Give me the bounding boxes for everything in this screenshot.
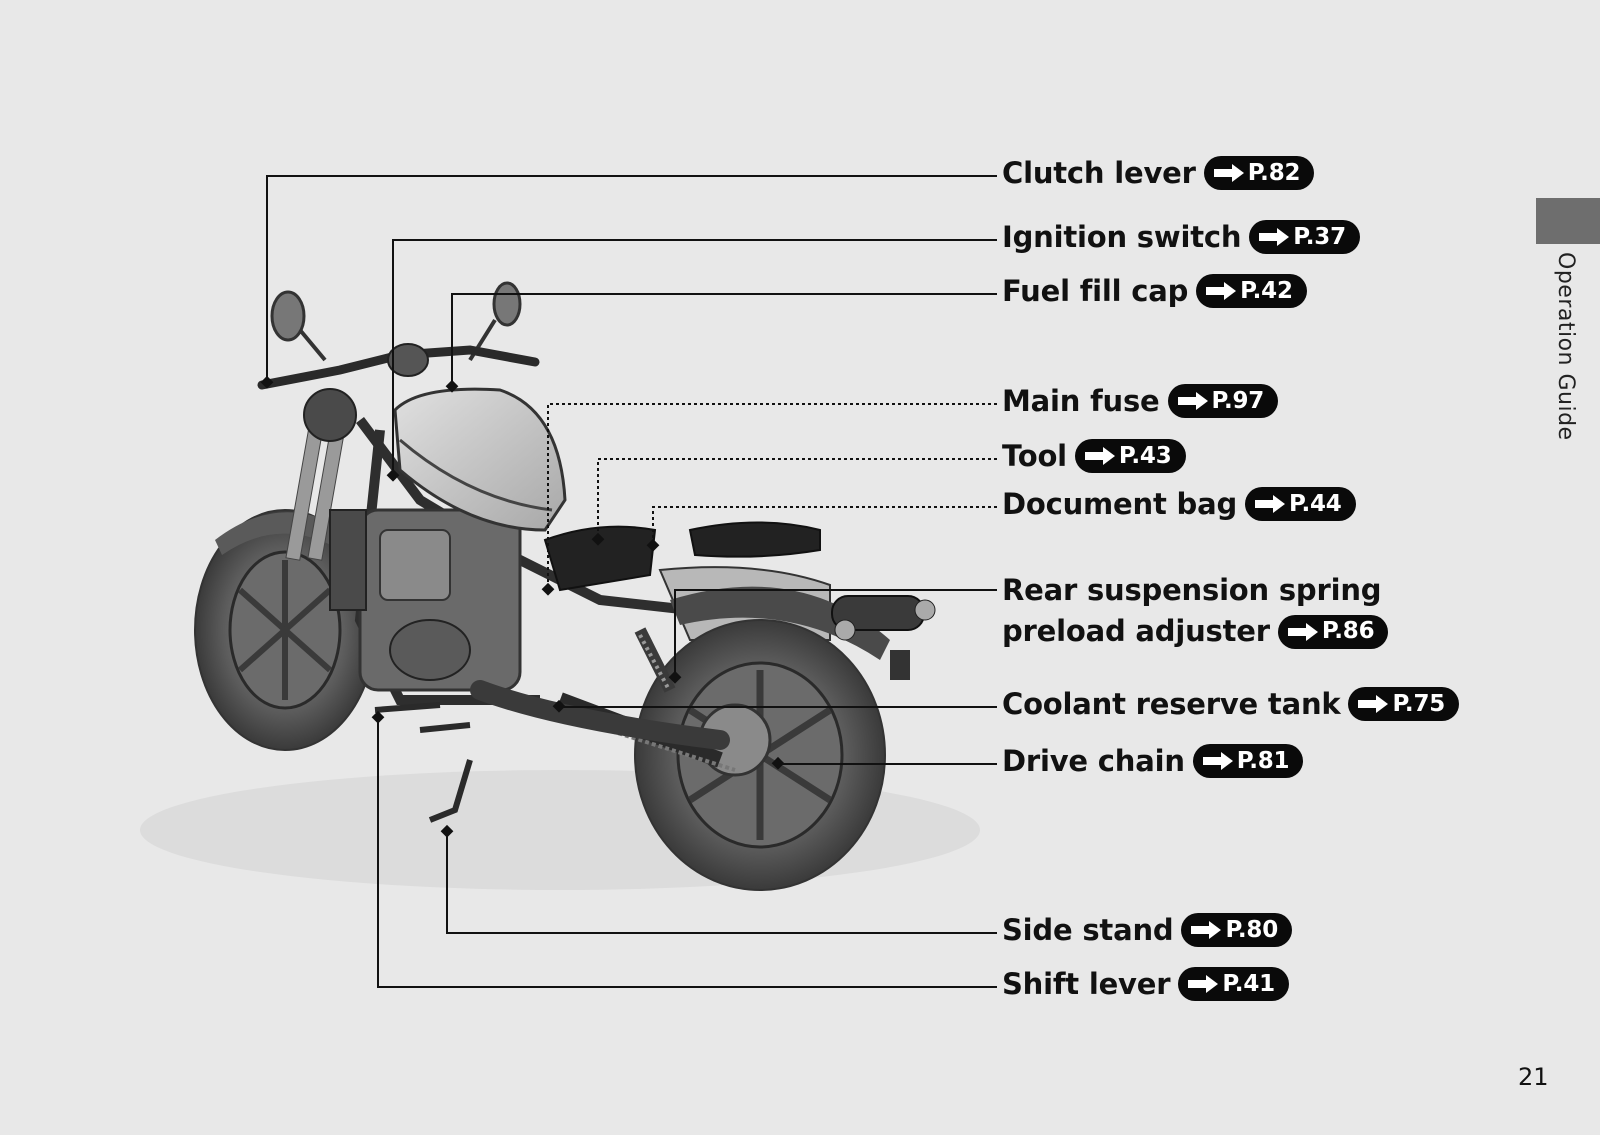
arrow-right-icon	[1358, 695, 1389, 713]
section-tab[interactable]	[1536, 198, 1600, 244]
page-reference-text: P.75	[1392, 691, 1446, 717]
callout-label: Drive chain	[1002, 744, 1185, 778]
page-reference[interactable]: P.41	[1178, 967, 1289, 1001]
callout-label: Fuel fill cap	[1002, 274, 1189, 308]
arrow-right-icon	[1213, 164, 1244, 182]
page-reference-text: P.44	[1289, 491, 1342, 517]
page-reference-text: P.81	[1236, 748, 1290, 774]
page-reference-text: P.82	[1247, 160, 1301, 186]
arrow-right-icon	[1084, 447, 1115, 465]
arrow-right-icon	[1188, 975, 1219, 993]
page-reference-text: P.42	[1240, 278, 1293, 304]
arrow-right-icon	[1287, 622, 1318, 641]
callout-label: Side stand	[1002, 913, 1174, 947]
page-reference[interactable]: P.97	[1167, 384, 1279, 418]
page-reference-text: P.43	[1118, 443, 1172, 469]
callout-label: Coolant reserve tank	[1002, 687, 1341, 721]
leader-main-fuse	[547, 403, 997, 590]
callout-label: Main fuse	[1002, 384, 1160, 418]
leader-shift-lever	[377, 718, 997, 988]
callout-label: Shift lever	[1002, 967, 1171, 1001]
leader-endpoints	[260, 375, 785, 838]
callout-label: Tool	[1002, 439, 1067, 473]
callout-ignition-switch: Ignition switch P.37	[1002, 220, 1360, 254]
callout-rear-suspension-spring-preload-adjuster: Rear suspension spring preload adjuster …	[1002, 570, 1389, 652]
page-reference-text: P.41	[1222, 971, 1275, 997]
leader-tool	[597, 458, 997, 540]
page-number: 21	[1518, 1063, 1549, 1091]
page-reference[interactable]: P.42	[1196, 274, 1307, 308]
callout-main-fuse: Main fuse P.97	[1002, 384, 1279, 418]
page-reference[interactable]: P.80	[1181, 913, 1293, 947]
arrow-right-icon	[1191, 921, 1222, 939]
callout-label: Document bag	[1002, 487, 1238, 521]
arrow-right-icon	[1202, 752, 1233, 770]
callout-fuel-fill-cap: Fuel fill cap P.42	[1002, 274, 1307, 308]
page-reference-text: P.80	[1225, 917, 1279, 943]
section-tab-label: Operation Guide	[1553, 252, 1578, 441]
arrow-right-icon	[1259, 228, 1290, 246]
callout-label: preload adjuster	[1002, 614, 1270, 648]
page-reference[interactable]: P.37	[1249, 220, 1360, 254]
page-reference[interactable]: P.75	[1348, 687, 1460, 721]
page-reference[interactable]: P.82	[1203, 156, 1315, 190]
callout-shift-lever: Shift lever P.41	[1002, 967, 1289, 1001]
callout-document-bag: Document bag P.44	[1002, 487, 1356, 521]
callout-clutch-lever: Clutch lever P.82	[1002, 156, 1315, 190]
callout-drive-chain: Drive chain P.81	[1002, 744, 1304, 778]
callout-line-1: Rear suspension spring	[1002, 570, 1382, 611]
arrow-right-icon	[1255, 495, 1286, 513]
page-reference[interactable]: P.43	[1074, 439, 1186, 473]
callout-label: Ignition switch	[1002, 220, 1242, 254]
leader-side-stand	[446, 832, 997, 934]
callout-line-2: preload adjuster P.86	[1002, 611, 1389, 652]
page-reference[interactable]: P.86	[1277, 614, 1389, 649]
callout-label: Rear suspension spring	[1002, 573, 1382, 607]
callout-coolant-reserve-tank: Coolant reserve tank P.75	[1002, 687, 1460, 721]
page-reference-text: P.37	[1293, 224, 1346, 250]
page-reference[interactable]: P.44	[1245, 487, 1356, 521]
page-reference-text: P.86	[1321, 618, 1375, 644]
leader-rear-suspension	[674, 589, 997, 678]
leader-ignition-switch	[392, 239, 997, 476]
page-reference[interactable]: P.81	[1192, 744, 1304, 778]
leader-document-bag	[652, 506, 997, 546]
arrow-right-icon	[1206, 282, 1237, 300]
callout-tool: Tool P.43	[1002, 439, 1186, 473]
leader-fuel-fill-cap	[451, 293, 997, 387]
page-reference-text: P.97	[1211, 388, 1265, 414]
leader-lines	[266, 175, 997, 988]
leader-clutch-lever	[266, 175, 997, 383]
callout-label: Clutch lever	[1002, 156, 1196, 190]
arrow-right-icon	[1177, 392, 1208, 410]
callout-side-stand: Side stand P.80	[1002, 913, 1293, 947]
